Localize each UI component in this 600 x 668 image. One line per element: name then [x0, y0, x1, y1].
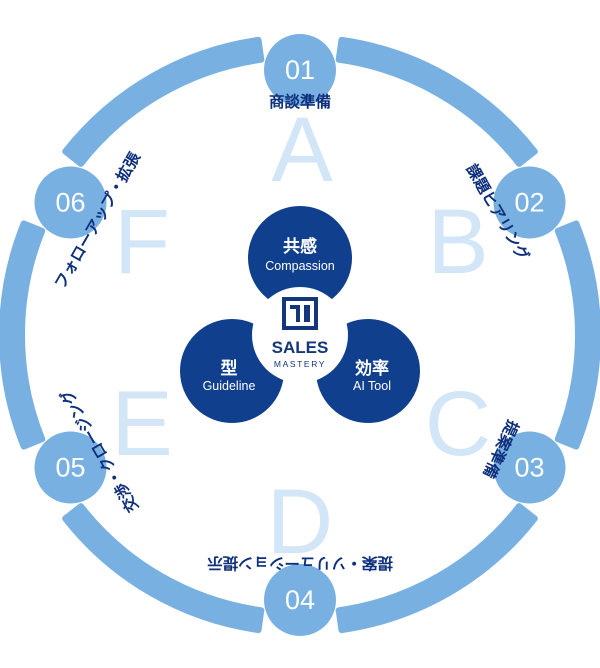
ring-segment [335, 503, 538, 634]
letter-d: D [267, 471, 333, 573]
ring-segment [335, 36, 538, 167]
lobe-subtitle-guideline: Guideline [203, 379, 256, 393]
letter-c: C [425, 373, 491, 475]
step-label-01: 商談準備 [269, 92, 331, 111]
logo-subtitle: MASTERY [274, 359, 326, 369]
step-badge-circle [264, 564, 336, 636]
step-number: 03 [514, 453, 544, 483]
step-badge-06: 06 [34, 166, 107, 239]
step-number: 02 [514, 188, 544, 218]
lobe-title-guideline: 型 [221, 358, 238, 379]
step-badge-04: 04 [264, 564, 336, 636]
logo-backdrop [252, 287, 348, 383]
ring-segment [0, 220, 46, 450]
sales-mastery-logo-icon [282, 297, 318, 330]
lobe-subtitle-compassion: Compassion [265, 259, 335, 273]
step-number: 04 [285, 585, 315, 615]
step-badge-03: 03 [493, 431, 566, 504]
ring-segment [62, 36, 265, 167]
lobe-subtitle-ai-tool: AI Tool [353, 379, 391, 393]
cycle-ring [0, 36, 600, 634]
step-badge-circle [264, 34, 336, 106]
lobe-title-compassion: 共感 [283, 236, 317, 257]
ring-segment [554, 220, 600, 450]
letter-e: E [111, 373, 172, 475]
step-badge-02: 02 [493, 166, 566, 239]
letter-a: A [271, 99, 333, 201]
step-number: 06 [55, 188, 85, 218]
letter-b: B [427, 191, 488, 293]
step-number: 05 [55, 453, 85, 483]
logo-wordmark: SALES [272, 338, 329, 357]
step-number: 01 [285, 55, 315, 85]
letter-f: F [114, 191, 170, 293]
step-label-04: 提案・ソリューション提示 [207, 554, 393, 573]
step-letters: A B C D E F [111, 99, 491, 573]
ring-segment [62, 503, 265, 634]
core-diagram: 共感 Compassion 型 Guideline 効率 AI Tool SAL… [176, 202, 424, 427]
step-badge-05: 05 [34, 431, 107, 504]
step-badge-circle [34, 166, 107, 239]
step-badge-circle [34, 431, 107, 504]
step-badge-circle [493, 431, 566, 504]
lobe-title-ai-tool: 効率 [355, 358, 389, 379]
step-badge-01: 01 [264, 34, 336, 106]
step-number-badges: 01 02 03 04 05 06 [34, 34, 566, 636]
step-badge-circle [493, 166, 566, 239]
